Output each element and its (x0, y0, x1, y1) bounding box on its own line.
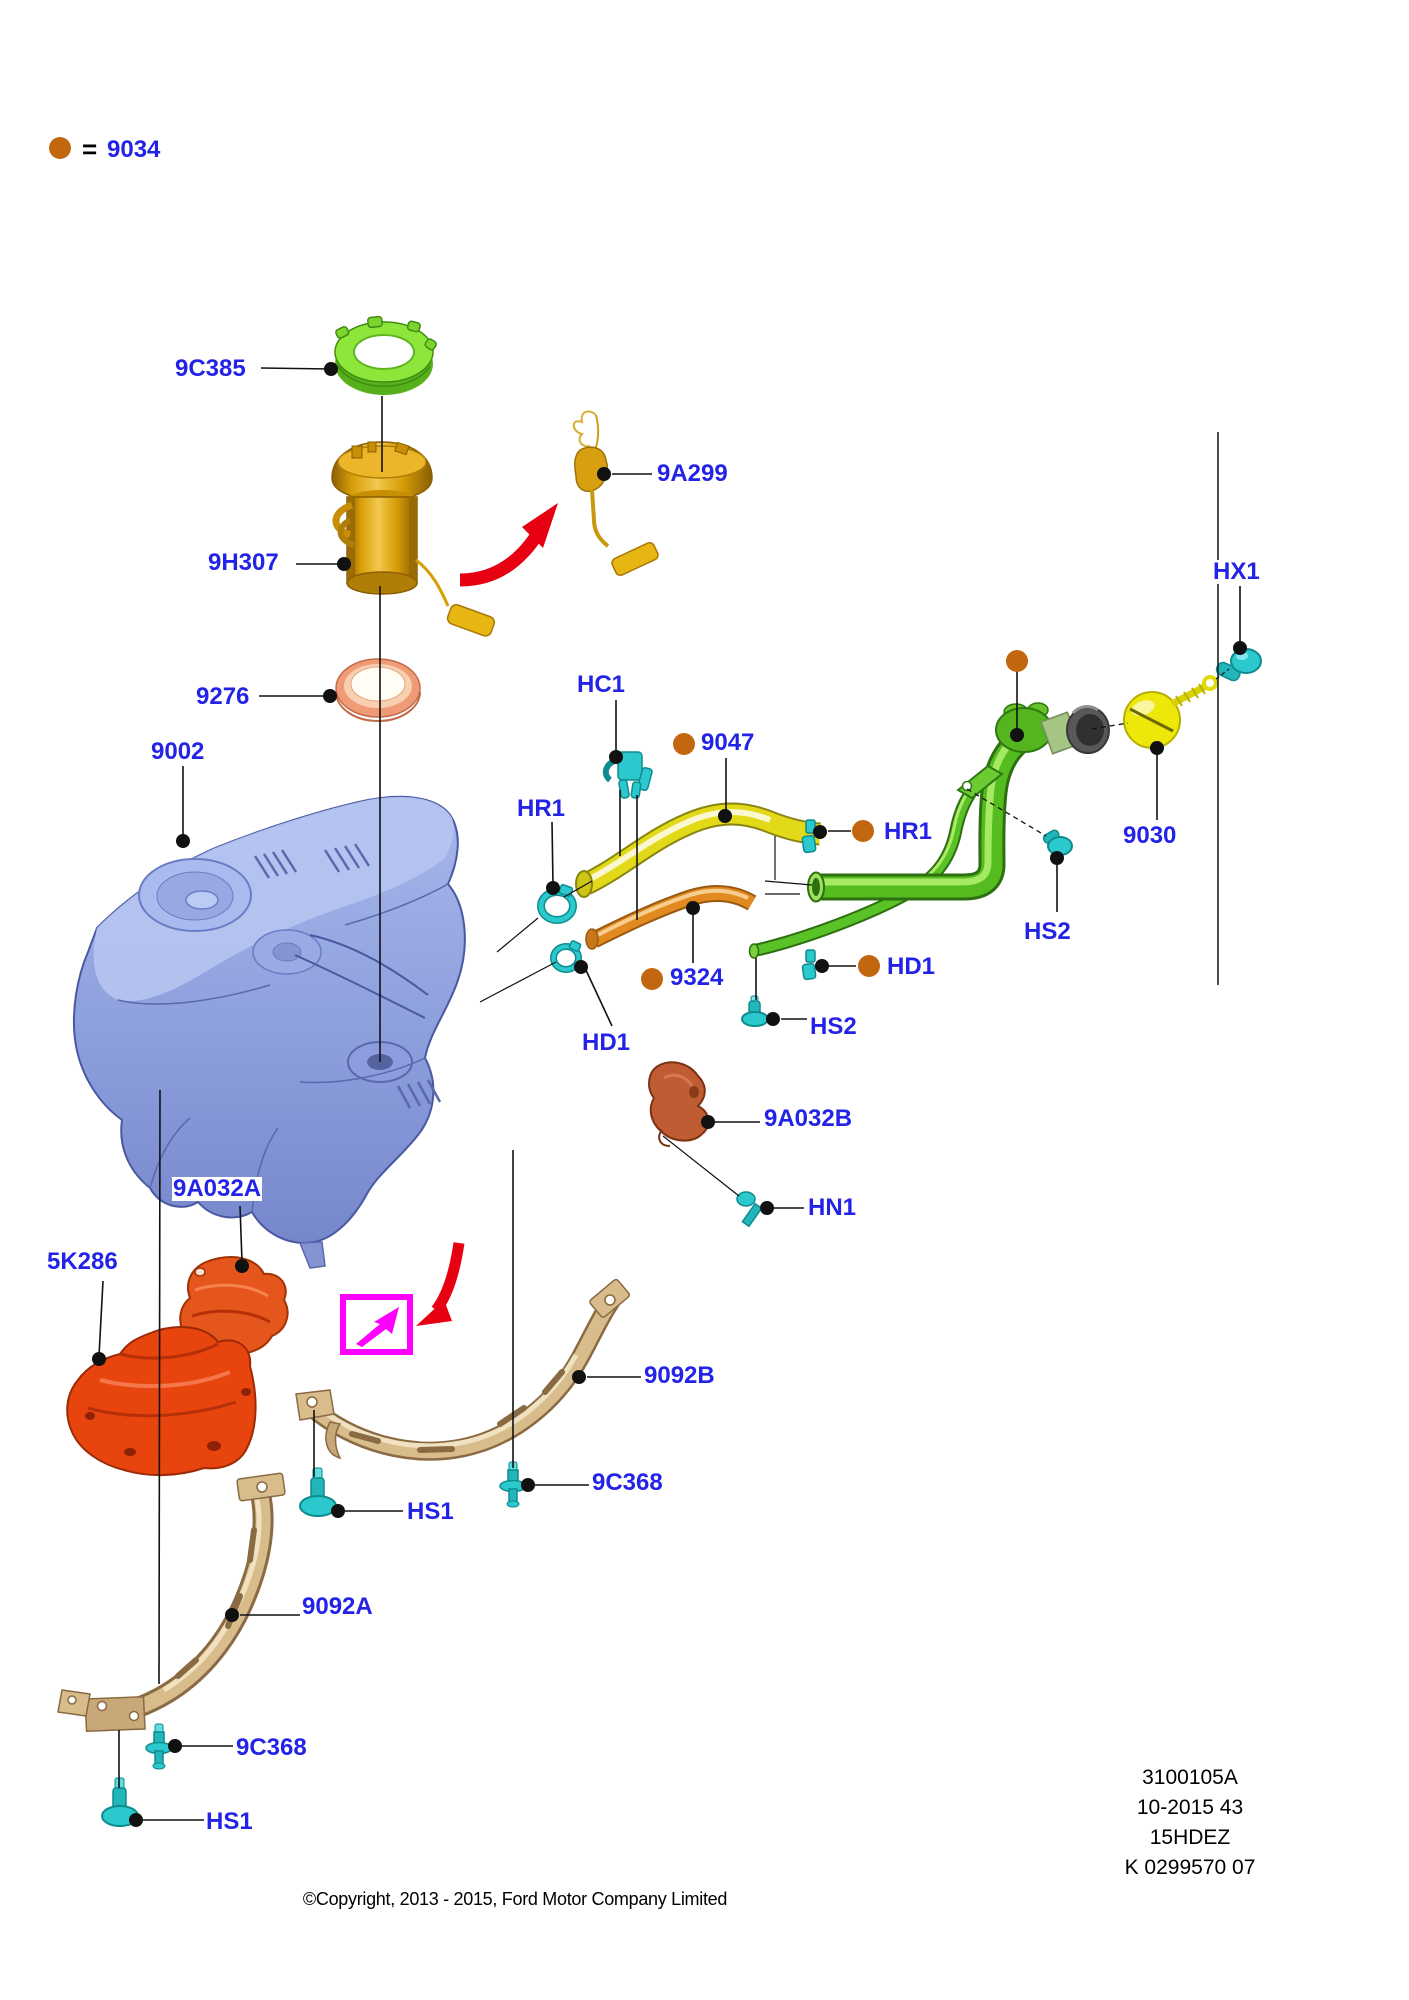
9034-marker-icon (49, 137, 71, 159)
callout-9030[interactable]: 9030 (1122, 822, 1178, 849)
callout-9c385[interactable]: 9C385 (174, 355, 247, 382)
callout-9h307[interactable]: 9H307 (207, 549, 280, 576)
fuel-level-sender-9A299 (572, 410, 659, 576)
callout-9092a[interactable]: 9092A (301, 1593, 374, 1620)
pin-9C368-lower (145, 1723, 173, 1770)
callout-hc1[interactable]: HC1 (576, 671, 627, 698)
tank-strap-9092A (57, 1472, 286, 1732)
callout-hd1-left[interactable]: HD1 (581, 1029, 632, 1056)
copyright-notice: ©Copyright, 2013 - 2015, Ford Motor Comp… (302, 1889, 728, 1909)
callout-9a299[interactable]: 9A299 (656, 460, 729, 487)
doc-ref-line: 3100105A (1142, 1766, 1238, 1789)
9034-marker-icon (673, 733, 695, 755)
leader-lines (98, 367, 1241, 1821)
callout-hr1-right[interactable]: HR1 (883, 818, 934, 845)
filler-pipe-assembly (748, 702, 1110, 959)
callout-9324[interactable]: 9324 (669, 964, 725, 991)
clamp-HR1-right (801, 819, 817, 854)
red-arrow-small (416, 1242, 465, 1326)
fuel-cap-9030 (1123, 675, 1218, 749)
doc-ref-line: 10-2015 43 (1136, 1796, 1244, 1819)
filler-hose-9047 (575, 802, 821, 898)
detail-view-indicator (340, 1294, 413, 1355)
legend-part-9034[interactable]: 9034 (106, 136, 162, 163)
9034-marker-icon (858, 955, 880, 977)
callout-9a032b[interactable]: 9A032B (763, 1105, 854, 1132)
pin-HS1-upper (299, 1467, 337, 1517)
heat-shield-5K286 (66, 1326, 257, 1477)
9034-marker-icon (641, 968, 663, 990)
callout-hd1-right[interactable]: HD1 (886, 953, 937, 980)
tank-strap-9092B (295, 1278, 630, 1461)
callout-hx1[interactable]: HX1 (1212, 558, 1261, 585)
9034-marker-icon (1006, 650, 1028, 672)
callout-9a032a[interactable]: 9A032A (172, 1175, 263, 1202)
heat-shield-9A032A (179, 1256, 289, 1355)
callout-9047[interactable]: 9047 (700, 729, 756, 756)
9034-marker-icon (852, 820, 874, 842)
seal-ring-9276 (335, 658, 421, 722)
callout-5k286[interactable]: 5K286 (46, 1248, 119, 1275)
clamp-HD1-right (801, 949, 817, 981)
callout-hs2-right[interactable]: HS2 (1023, 918, 1072, 945)
callout-hs1-lower[interactable]: HS1 (205, 1808, 254, 1835)
callout-9c368-upper[interactable]: 9C368 (591, 1469, 664, 1496)
callout-hr1-left[interactable]: HR1 (516, 795, 567, 822)
callout-9276[interactable]: 9276 (195, 683, 251, 710)
pin-HS2-left (741, 995, 769, 1027)
callout-hn1[interactable]: HN1 (807, 1194, 858, 1221)
lock-ring-9C385 (334, 315, 437, 395)
grommet-HX1 (1215, 648, 1262, 682)
doc-reference-block: 3100105A 10-2015 43 15HDEZ K 0299570 07 (1095, 1763, 1285, 1883)
legend-equals: = (82, 134, 98, 164)
callout-9002[interactable]: 9002 (150, 738, 206, 765)
filler-neck (995, 702, 1110, 755)
callout-dots (92, 362, 1247, 1827)
bracket-9A032B (648, 1061, 710, 1147)
fuel-tank-9002 (72, 795, 466, 1269)
doc-ref-line: 15HDEZ (1149, 1826, 1231, 1849)
red-arrow-large (459, 503, 558, 587)
screw-HN1 (736, 1191, 763, 1228)
clamp-HD1-left (550, 940, 582, 973)
callout-hs1-upper[interactable]: HS1 (406, 1498, 455, 1525)
callout-hs2-left[interactable]: HS2 (809, 1013, 858, 1040)
fuel-pump-module-9H307 (331, 441, 496, 637)
callout-9092b[interactable]: 9092B (643, 1362, 716, 1389)
doc-ref-line: K 0299570 07 (1124, 1856, 1256, 1879)
vent-hose-9324 (585, 885, 757, 950)
clip-HC1 (602, 751, 653, 799)
grommet-HS2-right (1042, 829, 1073, 856)
callout-9c368-lower[interactable]: 9C368 (235, 1734, 308, 1761)
